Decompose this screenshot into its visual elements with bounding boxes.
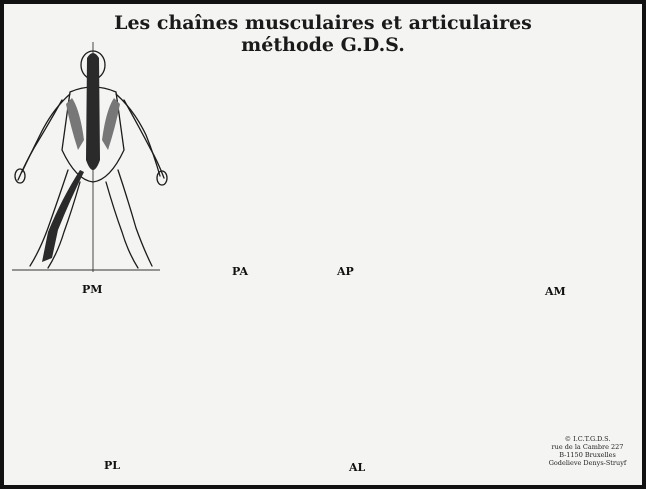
label-pa: PA (232, 265, 248, 278)
label-pm: PM (82, 283, 102, 296)
label-am: AM (545, 285, 566, 298)
copyright-credit: © I.C.T.G.D.S. rue de la Cambre 227 B-11… (540, 435, 635, 467)
credit-line-2: rue de la Cambre 227 (540, 443, 635, 451)
credit-line-1: © I.C.T.G.D.S. (540, 435, 635, 443)
title-line-2: méthode G.D.S. (0, 34, 646, 56)
label-al: AL (349, 461, 365, 474)
credit-line-3: B-1150 Bruxelles (540, 451, 635, 459)
figure-pm (12, 42, 167, 272)
label-pl: PL (104, 459, 120, 472)
poster-title: Les chaînes musculaires et articulaires … (0, 12, 646, 56)
label-ap: AP (337, 265, 354, 278)
credit-line-4: Godelieve Denys-Struyf (540, 459, 635, 467)
title-line-1: Les chaînes musculaires et articulaires (0, 12, 646, 34)
